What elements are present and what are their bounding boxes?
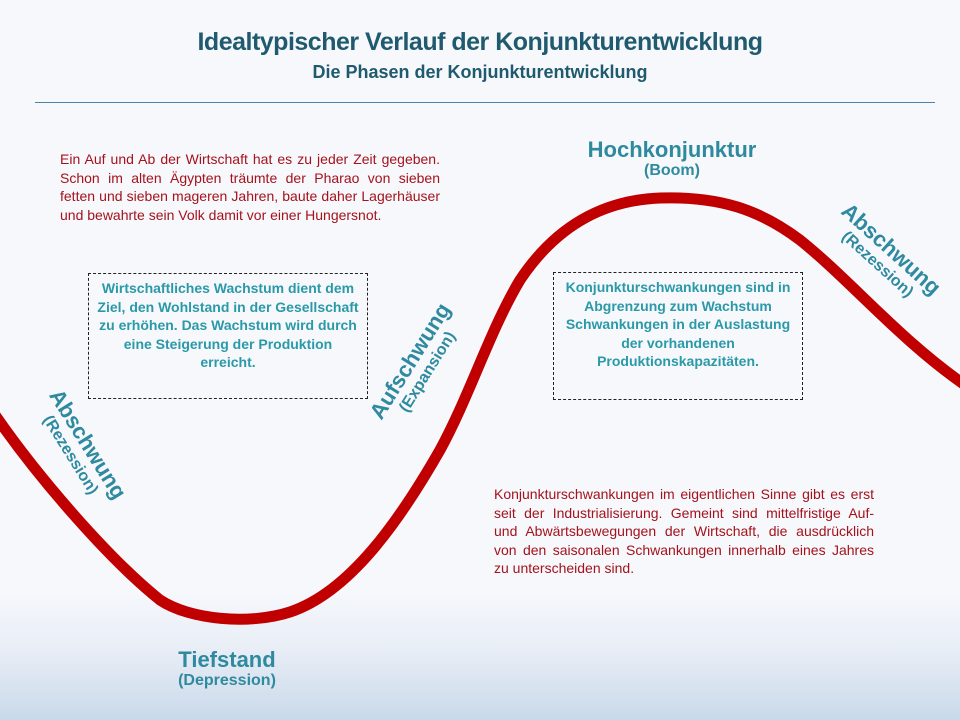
phase-sublabel: (Depression) bbox=[178, 672, 276, 689]
fluctuations-info-box: Konjunkturschwankungen sind in Abgrenzun… bbox=[553, 272, 803, 400]
phase-sublabel: (Boom) bbox=[644, 162, 700, 179]
phase-label: Hochkonjunktur bbox=[587, 137, 757, 162]
phase-tiefstand: Tiefstand (Depression) bbox=[152, 648, 302, 690]
phase-hochkonjunktur: Hochkonjunktur (Boom) bbox=[572, 138, 772, 180]
header-divider bbox=[35, 102, 935, 103]
page-subtitle: Die Phasen der Konjunkturentwicklung bbox=[312, 62, 648, 82]
page-title: Idealtypischer Verlauf der Konjunkturent… bbox=[197, 28, 763, 56]
phase-label: Tiefstand bbox=[178, 647, 276, 672]
intro-text: Ein Auf und Ab der Wirtschaft hat es zu … bbox=[60, 151, 440, 223]
industrialization-text: Konjunkturschwankungen im eigentlichen S… bbox=[494, 486, 874, 576]
growth-info-box: Wirtschaftliches Wachstum dient dem Ziel… bbox=[88, 273, 368, 399]
